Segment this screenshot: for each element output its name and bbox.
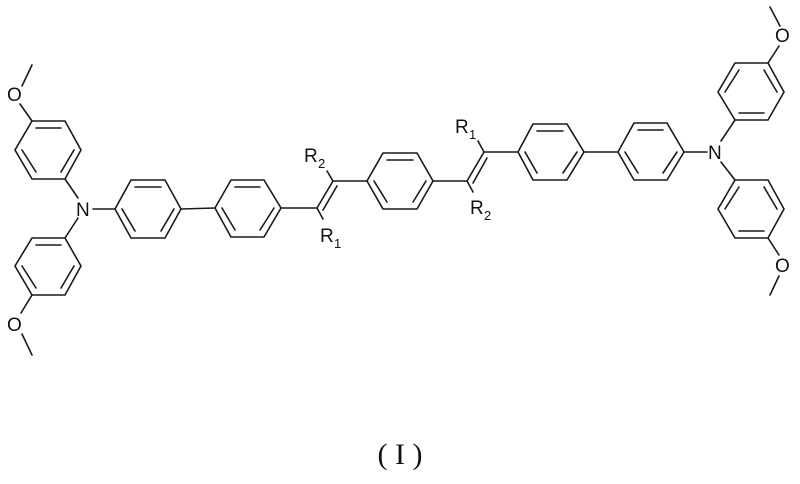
left-lower-methoxyphenyl-ring <box>14 237 82 356</box>
r1-label: R <box>320 226 334 247</box>
central-phenylene-ring <box>366 152 434 210</box>
right-upper-methoxyphenyl-ring <box>717 6 785 121</box>
left-vinylene <box>316 170 368 220</box>
r2-label: R <box>470 198 484 219</box>
biphenyl-ring-2 <box>214 179 282 238</box>
biphenyl-ring-3 <box>517 123 585 181</box>
biphenyl-ring-4 <box>617 122 685 181</box>
nitrogen-atom-label: N <box>76 200 90 221</box>
biphenyl-ring-1 <box>114 179 182 239</box>
right-lower-methoxyphenyl-ring <box>717 179 785 296</box>
right-vinylene <box>466 140 519 193</box>
r1-label: R <box>455 117 469 138</box>
r2-subscript: 2 <box>318 156 325 171</box>
bond <box>64 178 79 199</box>
oxygen-atom-label: O <box>7 85 22 106</box>
r2-subscript: 2 <box>484 208 491 223</box>
oxygen-atom-label: O <box>7 315 22 336</box>
oxygen-atom-label: O <box>775 256 790 277</box>
oxygen-atom-label: O <box>775 26 790 47</box>
figure-caption: ( I ) <box>377 438 423 471</box>
r1-subscript: 1 <box>469 127 476 142</box>
left-upper-methoxyphenyl-ring <box>14 64 82 180</box>
bond <box>64 217 79 239</box>
r2-label: R <box>304 146 318 167</box>
nitrogen-atom-label: N <box>708 143 722 164</box>
r1-subscript: 1 <box>334 236 341 251</box>
